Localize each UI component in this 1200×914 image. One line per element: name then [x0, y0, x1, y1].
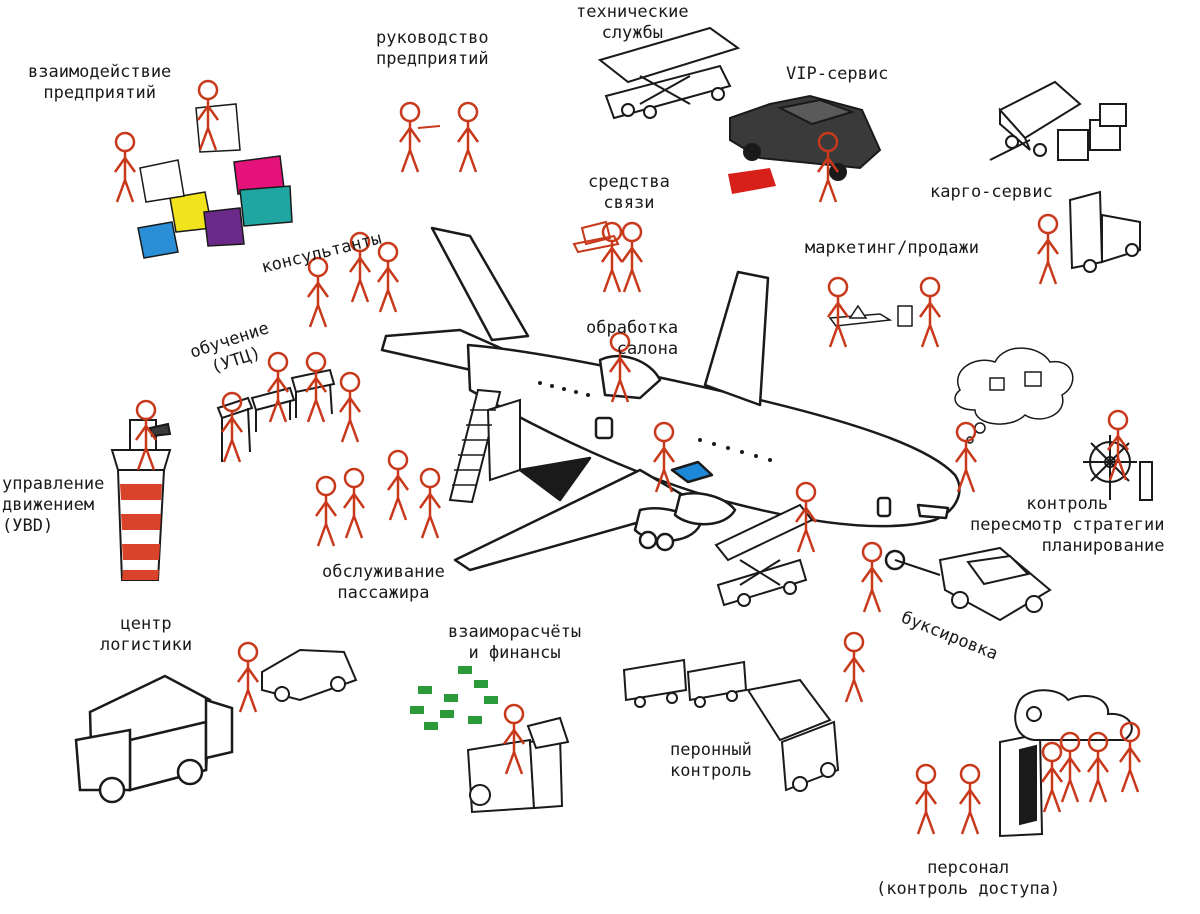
label-cabin: обработка салона	[586, 318, 678, 360]
label-finance-line1: взаиморасчёты	[448, 622, 582, 642]
label-logistics-line2: логистики	[100, 635, 193, 655]
label-comms: средства связи	[588, 172, 670, 214]
logistics-car-icon	[261, 648, 358, 702]
label-management: руководство предприятий	[376, 28, 489, 70]
door-icon	[999, 689, 1133, 838]
label-comms-line2: связи	[603, 193, 655, 213]
label-platform-line1: перонный	[670, 740, 752, 760]
label-staff-line1: персонал	[927, 858, 1010, 878]
label-interaction-line2: предприятий	[43, 83, 156, 103]
label-interaction-line1: взаимодействие	[28, 62, 172, 82]
money-icon	[410, 666, 498, 730]
label-platform: перонный контроль	[670, 740, 752, 782]
label-passenger: обслуживание пассажира	[322, 562, 445, 604]
label-vip: VIP-сервис	[786, 64, 888, 85]
label-comms-line1: средства	[588, 172, 670, 192]
label-cargo-text: карго-сервис	[930, 182, 1053, 202]
label-finance-line2: и финансы	[468, 643, 561, 663]
label-vip-text: VIP-сервис	[786, 64, 889, 84]
label-logistics-line1: центр	[120, 614, 172, 634]
label-cabin-line2: салона	[616, 339, 679, 359]
label-interaction: взаимодействие предприятий	[28, 62, 171, 104]
label-control-line3: планирование	[1041, 536, 1165, 556]
label-staff-line2: (контроль доступа)	[876, 879, 1061, 899]
baggage-train-icon	[622, 658, 840, 792]
truck-icon	[74, 674, 234, 804]
lighthouse-icon	[110, 419, 172, 581]
label-cabin-line1: обработка	[586, 318, 679, 338]
label-atc: управление движением (УВD)	[2, 474, 104, 537]
label-passenger-line1: обслуживание	[322, 562, 445, 582]
label-platform-line2: контроль	[670, 761, 752, 781]
maintenance-truck-icon	[597, 26, 741, 120]
label-control-line2: пересмотр стратегии	[970, 515, 1165, 535]
label-atc-line3: (УВD)	[2, 516, 54, 536]
label-passenger-line2: пассажира	[337, 583, 430, 603]
tow-tractor-icon	[894, 546, 1052, 622]
label-control-line1: контроль	[1026, 494, 1109, 514]
label-tech-services: технические службы	[576, 2, 689, 44]
label-atc-line1: управление	[2, 474, 105, 494]
label-tech-line2: службы	[601, 23, 663, 43]
forklift-icon	[1068, 190, 1141, 273]
stairs-icon	[448, 388, 521, 504]
label-marketing: маркетинг/продажи	[805, 238, 979, 259]
label-finance: взаиморасчёты и финансы	[448, 622, 581, 664]
handshake-icon	[417, 125, 441, 129]
label-control: контроль пересмотр стратегии планировани…	[970, 494, 1164, 557]
label-management-line1: руководство	[376, 28, 489, 48]
airplane-icon	[380, 226, 961, 572]
laptop-icon	[572, 220, 620, 254]
vip-car-icon	[728, 94, 882, 194]
label-marketing-text: маркетинг/продажи	[805, 238, 979, 258]
label-management-line2: предприятий	[376, 49, 489, 69]
label-atc-line2: движением	[2, 495, 95, 515]
label-staff: персонал (контроль доступа)	[876, 858, 1060, 900]
label-tech-line1: технические	[576, 2, 689, 22]
sales-icon	[828, 304, 913, 327]
label-cargo: карго-сервис	[930, 182, 1053, 203]
label-logistics: центр логистики	[100, 614, 192, 656]
puzzle-icon	[137, 103, 293, 259]
helm-icon	[1083, 435, 1153, 501]
thought-cloud-icon	[954, 347, 1074, 444]
catering-truck-icon	[714, 503, 814, 607]
cargo-trailer-icon	[989, 80, 1127, 161]
